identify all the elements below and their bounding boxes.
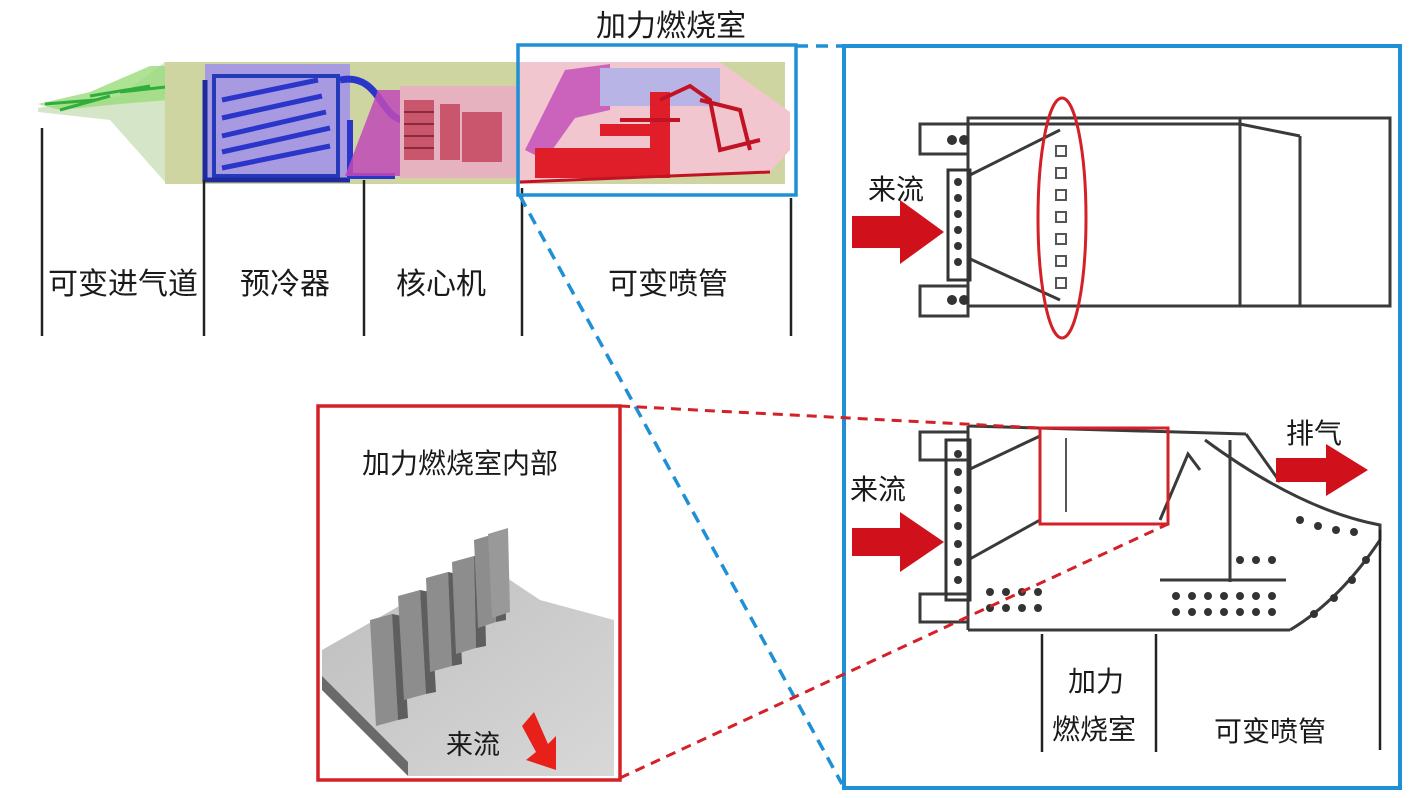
interior-inflow-arrow <box>522 712 556 770</box>
section-label-variable-nozzle: 可变喷管 <box>608 267 728 302</box>
bottom-liner-dots <box>986 516 1370 618</box>
red-connectors <box>619 404 1169 780</box>
interior-plate-edge <box>322 676 408 776</box>
engine-cutaway <box>38 62 790 184</box>
afterburner-highlight-box <box>516 43 798 197</box>
bottom-section-dividers <box>1040 530 1382 752</box>
top-injector-dots <box>947 135 969 305</box>
bottom-schematic <box>918 424 1290 632</box>
bottom-flameholder-dots <box>954 450 962 584</box>
bottom-inflow-arrow <box>852 512 944 572</box>
exhaust-label: 排气 <box>1286 417 1343 450</box>
interior-baffles <box>370 528 510 726</box>
interior-inset-title: 加力燃烧室内部 <box>362 447 559 480</box>
interior-plate <box>322 560 614 776</box>
bottom-afterburner-label-line2: 燃烧室 <box>1052 713 1137 746</box>
bottom-detail-box <box>1038 426 1170 526</box>
section-dividers <box>40 128 793 336</box>
top-flameholder-dots <box>954 178 962 266</box>
section-label-precooler: 预冷器 <box>240 267 330 302</box>
injector-highlight-ellipse <box>1036 96 1088 340</box>
interior-inflow-label: 来流 <box>446 730 500 761</box>
bottom-nozzle-label: 可变喷管 <box>1214 715 1327 748</box>
bottom-flameholder <box>944 438 972 602</box>
top-fuel-injectors <box>1055 145 1067 289</box>
blue-connectors <box>518 44 844 785</box>
exhaust-arrow <box>1276 444 1368 496</box>
nozzle-flap <box>1204 438 1382 632</box>
bottom-afterburner-label-line1: 加力 <box>1068 665 1125 698</box>
section-label-core-engine: 核心机 <box>396 267 486 302</box>
top-inflow-label: 来流 <box>868 173 925 206</box>
top-inflow-arrow <box>852 200 944 264</box>
top-flameholder <box>946 168 972 282</box>
afterburner-callout-label: 加力燃烧室 <box>596 9 746 44</box>
bottom-inflow-label: 来流 <box>850 473 907 506</box>
section-label-variable-intake: 可变进气道 <box>48 267 198 302</box>
detail-frame <box>842 44 1402 790</box>
